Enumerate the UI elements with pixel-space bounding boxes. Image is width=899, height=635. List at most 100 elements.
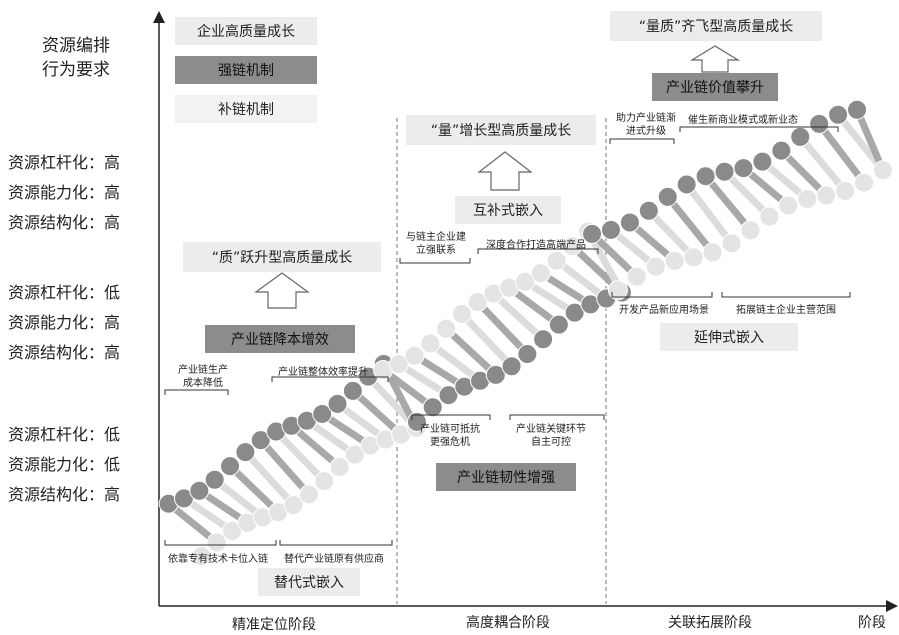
stage1-chain-box: 产业链降本增效 <box>205 325 355 353</box>
helix-node <box>514 271 535 292</box>
helix-rung <box>272 428 328 485</box>
helix-rung <box>553 257 610 303</box>
helix-node <box>530 263 551 284</box>
helix-node <box>797 189 818 210</box>
stage3-note-upgrade-line1: 助力产业链渐 <box>616 113 676 124</box>
helix-node <box>872 160 893 181</box>
helix-rung <box>815 120 868 187</box>
helix-node <box>657 186 678 207</box>
helix-rung <box>645 207 698 261</box>
helix-node <box>517 344 538 365</box>
helix-node <box>501 356 522 377</box>
stage3-growth-box: “量质”齐飞型高质量成长 <box>610 11 822 41</box>
up-arrow-stage2 <box>477 151 533 191</box>
helix-rung <box>664 193 717 256</box>
helix-node <box>607 280 628 301</box>
helix-rung <box>287 422 344 471</box>
helix-node <box>771 140 792 161</box>
req-low-structure: 资源结构化：高 <box>8 485 121 504</box>
helix-node <box>206 532 227 553</box>
helix-node <box>312 403 333 424</box>
helix-node <box>467 292 488 313</box>
helix-rung <box>211 476 267 521</box>
helix-node <box>533 329 554 350</box>
up-arrow-stage1 <box>254 272 310 309</box>
helix-node <box>816 185 837 206</box>
stage1-note-replace: 替代产业链原有供应商 <box>284 554 384 565</box>
helix-rung <box>474 298 531 358</box>
helix-node <box>759 206 780 227</box>
helix-node <box>220 456 241 477</box>
helix-node <box>619 212 640 233</box>
stage3-note-upgrade: 助力产业链渐 进式升级 <box>616 112 676 138</box>
helix-node <box>314 471 335 492</box>
helix-rung <box>349 387 405 438</box>
helix-rung <box>458 310 516 370</box>
helix-rung <box>853 106 887 174</box>
stage2-growth-box: “量”增长型高质量成长 <box>406 115 596 145</box>
helix-node <box>854 172 875 193</box>
helix-node <box>222 520 243 541</box>
legend-enterprise-growth: 企业高质量成长 <box>175 17 317 45</box>
stage2-note-resist-line2: 更强危机 <box>430 437 470 448</box>
helix-rung <box>702 172 754 234</box>
stage3-note-develop: 开发产品新应用场景 <box>619 305 709 316</box>
req-high-structure: 资源结构化：高 <box>8 213 121 232</box>
helix-node <box>778 195 799 216</box>
helix-rung <box>489 290 547 343</box>
helix-node <box>342 380 363 401</box>
up-arrow-stage3 <box>689 45 741 73</box>
dna-helix <box>158 99 893 567</box>
helix-node <box>329 456 350 477</box>
req-mid-leverage: 资源杠杆化：低 <box>8 283 121 302</box>
legend-strong-chain: 强链机制 <box>175 56 317 84</box>
x-axis-title: 阶段 <box>858 615 886 631</box>
helix-node <box>404 345 425 366</box>
stage1-note-cost-line2: 成本降低 <box>183 378 223 389</box>
helix-node <box>344 444 365 465</box>
stage3-chain-box: 产业链价值攀升 <box>652 73 778 101</box>
helix-node <box>298 484 319 505</box>
stage3-embed-box: 延伸式嵌入 <box>660 323 798 351</box>
stage2-note-resist-line1: 产业链可抵抗 <box>420 424 480 435</box>
helix-node <box>600 219 621 240</box>
helix-rung <box>226 462 282 516</box>
helix-node <box>809 113 830 134</box>
stage2-note-key: 产业链关键环节 自主可控 <box>516 423 586 449</box>
stage2-note-link: 与链主企业建 立强联系 <box>406 231 466 257</box>
helix-rung <box>683 180 736 247</box>
helix-node <box>191 546 212 567</box>
stage2-note-resist: 产业链可抵抗 更强危机 <box>420 423 480 449</box>
x-stage-label-1: 精准定位阶段 <box>232 617 316 633</box>
stage2-note-link-line2: 立强联系 <box>416 245 456 256</box>
y-axis-title-line2: 行为要求 <box>42 60 110 80</box>
stage2-embed-box: 互补式嵌入 <box>455 196 561 224</box>
helix-node <box>388 354 409 375</box>
req-low-capability: 资源能力化：低 <box>8 455 121 474</box>
req-low-leverage: 资源杠杆化：低 <box>8 425 121 444</box>
helix-node <box>564 302 585 323</box>
helix-node <box>422 397 443 418</box>
helix-node <box>702 242 723 263</box>
helix-node <box>676 174 697 195</box>
helix-node <box>721 233 742 254</box>
helix-node <box>714 161 735 182</box>
helix-rung <box>165 500 221 546</box>
helix-node <box>235 442 256 463</box>
req-high-capability: 资源能力化：高 <box>8 183 121 202</box>
helix-rung <box>721 168 773 220</box>
helix-node <box>548 314 569 335</box>
stage2-note-link-line1: 与链主企业建 <box>406 232 466 243</box>
helix-node <box>204 469 225 490</box>
x-stage-label-3: 关联拓展阶段 <box>668 615 752 631</box>
stage1-note-efficiency: 产业链整体效率提升 <box>278 367 368 378</box>
stage3-note-expand: 拓展链主企业主营范围 <box>736 305 836 316</box>
legend-supplement-chain: 补链机制 <box>175 95 317 123</box>
helix-node <box>847 99 868 120</box>
stage1-note-cost-line1: 产业链生产 <box>178 365 228 376</box>
helix-node <box>582 223 603 244</box>
req-mid-capability: 资源能力化：高 <box>8 313 121 332</box>
helix-rung <box>241 448 298 509</box>
helix-node <box>664 250 685 271</box>
